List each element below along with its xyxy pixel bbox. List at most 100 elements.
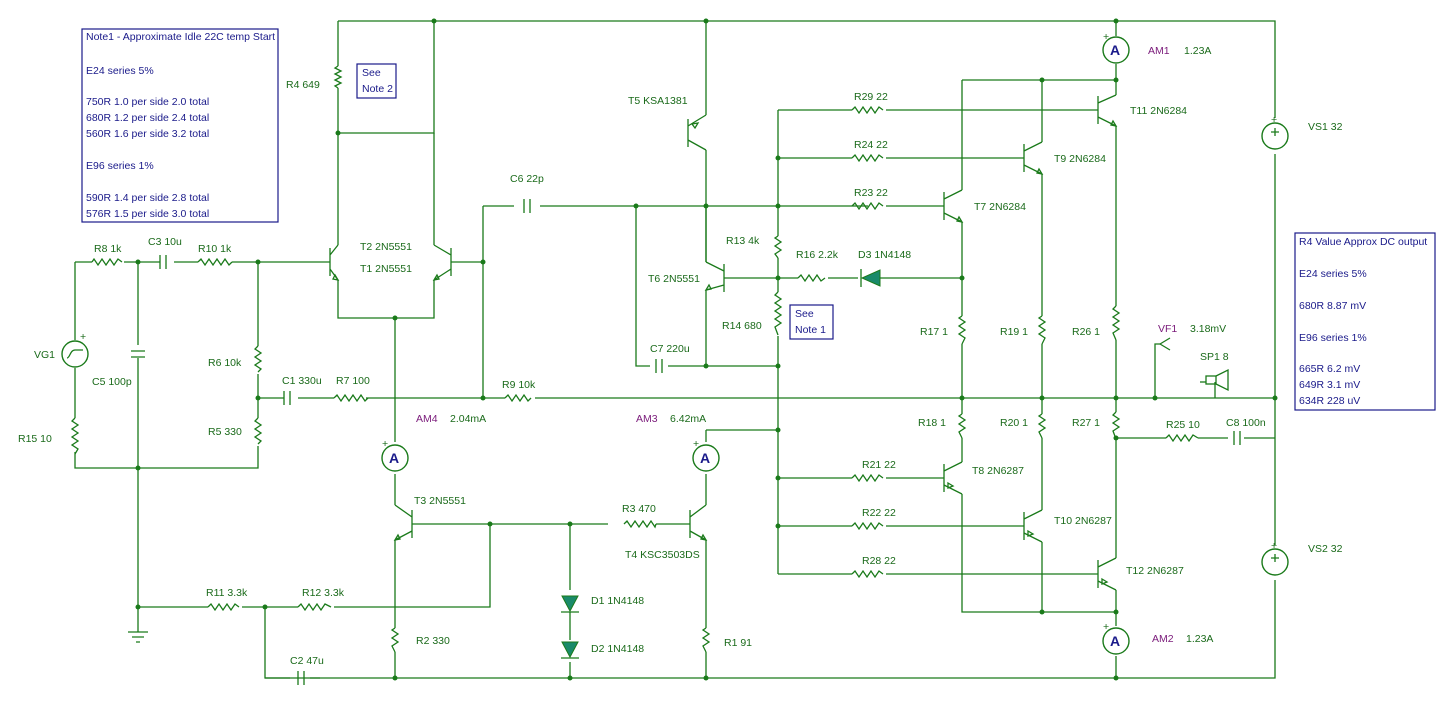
am4-name: AM4 [416, 413, 438, 425]
capacitors [131, 199, 1241, 685]
resistor-r24 [851, 153, 884, 163]
capacitor-c1 [283, 391, 291, 405]
am3-value: 6.42mA [670, 413, 706, 425]
note1-box: Note1 - Approximate Idle 22C temp Start … [81, 28, 279, 223]
label-r26: R26 1 [1072, 326, 1100, 338]
resistor-r9 [504, 393, 532, 403]
capacitor-c5 [131, 350, 145, 358]
am1-name: AM1 [1148, 45, 1170, 57]
label-r9: R9 10k [502, 379, 536, 391]
label-r15: R15 10 [18, 433, 52, 445]
label-c7: C7 220u [650, 343, 690, 355]
resistor-r11 [207, 602, 240, 612]
wires [74, 20, 1276, 679]
label-r19: R19 1 [1000, 326, 1028, 338]
note1-line-8: 576R 1.5 per side 3.0 total [86, 208, 209, 220]
capacitor-c8 [1233, 431, 1241, 445]
am2-value: 1.23A [1186, 633, 1213, 645]
resistor-r17 [957, 315, 967, 345]
label-r3: R3 470 [622, 503, 656, 515]
see-note1-line-2: Note 1 [795, 324, 826, 336]
label-t11: T11 2N6284 [1130, 105, 1187, 117]
label-t12: T12 2N6287 [1126, 565, 1184, 577]
transistor-t3 [393, 504, 413, 541]
note1-line-7: 590R 1.4 per side 2.8 total [86, 192, 209, 204]
label-c8: C8 100n [1226, 417, 1266, 429]
label-r17: R17 1 [920, 326, 948, 338]
note2-line-7: 634R 228 uV [1299, 395, 1360, 407]
label-r24: R24 22 [854, 139, 888, 151]
sources: + + + [61, 114, 1289, 576]
am3-letter: A [700, 450, 710, 466]
note2-box: R4 Value Approx DC output E24 series 5% … [1294, 232, 1436, 411]
transistor-t1 [432, 244, 465, 281]
note2-line-4: E96 series 1% [1299, 332, 1367, 344]
label-t2: T2 2N5551 [360, 241, 412, 253]
resistor-r19 [1037, 315, 1047, 345]
vs1-plus-sign: + [1271, 114, 1277, 126]
label-r23: R23 22 [854, 187, 888, 199]
diode-d2 [561, 641, 579, 659]
am2-letter: A [1110, 633, 1120, 649]
transistor-t8 [936, 461, 963, 495]
ammeters: A + A + A + A + [381, 31, 1130, 655]
see-note2-line-1: See [362, 67, 381, 79]
component-labels: R4 649 R8 1k C3 10u R10 1k VG1 C5 100p R… [18, 79, 1343, 667]
transistor-t12 [1088, 557, 1117, 591]
label-t1: T1 2N5551 [360, 263, 412, 275]
label-r10: R10 1k [198, 243, 232, 255]
diode-d1 [561, 595, 579, 613]
resistor-r23 [851, 201, 884, 211]
label-t5: T5 KSA1381 [628, 95, 688, 107]
label-t6: T6 2N5551 [648, 273, 700, 285]
label-vf1: VF1 [1158, 323, 1177, 335]
resistor-r22 [851, 521, 884, 531]
label-r29: R29 22 [854, 91, 888, 103]
ammeter-am2: A + [1102, 621, 1130, 655]
label-c1: C1 330u [282, 375, 322, 387]
vg1-plus-sign: + [80, 331, 86, 343]
label-r11: R11 3.3k [206, 587, 248, 599]
transistors [320, 94, 1118, 591]
label-d1: D1 1N4148 [591, 595, 644, 607]
note2-line-3: 680R 8.87 mV [1299, 300, 1366, 312]
ammeter-am4: A + [381, 438, 409, 472]
label-vs2: VS2 32 [1308, 543, 1343, 555]
label-c2: C2 47u [290, 655, 324, 667]
see-note2-box: See Note 2 [356, 63, 397, 99]
resistor-r25 [1165, 433, 1199, 443]
note1-line-4: 680R 1.2 per side 2.4 total [86, 112, 209, 124]
label-sp1: SP1 8 [1200, 351, 1229, 363]
resistor-r3 [623, 519, 657, 529]
resistor-r27 [1111, 411, 1121, 440]
label-r22: R22 22 [862, 507, 896, 519]
am1-plus-sign: + [1103, 31, 1109, 43]
note1-line-5: 560R 1.6 per side 3.2 total [86, 128, 209, 140]
label-t7: T7 2N6284 [974, 201, 1026, 213]
diode-d3 [860, 269, 881, 287]
label-t10: T10 2N6287 [1054, 515, 1112, 527]
note2-line-1: R4 Value Approx DC output [1299, 236, 1427, 248]
label-r28: R28 22 [862, 555, 896, 567]
transistor-t4 [689, 504, 708, 541]
resistor-r15 [70, 417, 80, 455]
label-r16: R16 2.2k [796, 249, 839, 261]
label-t9: T9 2N6284 [1054, 153, 1106, 165]
label-r6: R6 10k [208, 357, 242, 369]
resistor-r26 [1111, 305, 1121, 341]
am2-plus-sign: + [1103, 621, 1109, 633]
resistor-r10 [197, 257, 233, 267]
label-r18: R18 1 [918, 417, 946, 429]
resistor-r2 [390, 627, 400, 653]
label-r21: R21 22 [862, 459, 896, 471]
capacitor-c7 [655, 359, 663, 373]
transistor-t7 [936, 189, 964, 223]
transistor-t6 [704, 261, 725, 292]
resistor-r28 [851, 569, 884, 579]
am1-value: 1.23A [1184, 45, 1211, 57]
label-r4: R4 649 [286, 79, 320, 91]
note1-line-3: 750R 1.0 per side 2.0 total [86, 96, 209, 108]
label-r20: R20 1 [1000, 417, 1028, 429]
am4-value: 2.04mA [450, 413, 486, 425]
label-r7: R7 100 [336, 375, 370, 387]
